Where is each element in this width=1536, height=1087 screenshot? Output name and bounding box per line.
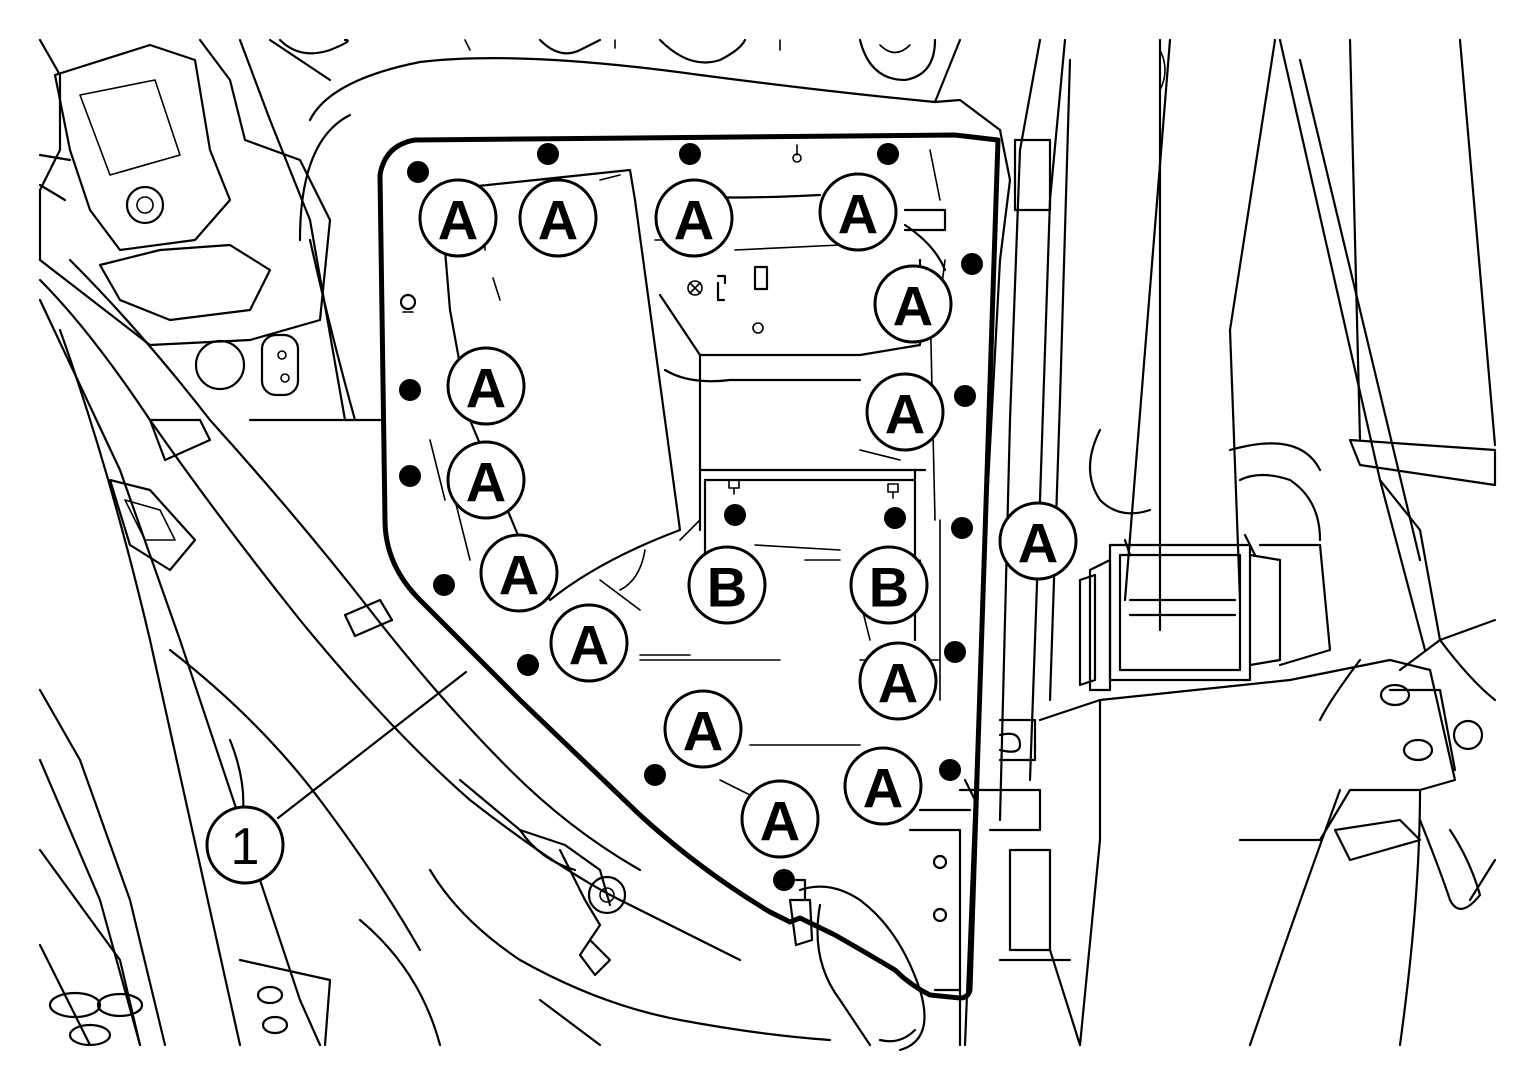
callout-a: A	[479, 533, 559, 613]
svg-text:A: A	[893, 275, 933, 338]
callout-a: A	[858, 641, 938, 721]
svg-text:A: A	[1018, 512, 1058, 575]
callout-a: A	[843, 746, 923, 826]
callout-a: A	[873, 264, 953, 344]
svg-text:A: A	[760, 790, 800, 853]
svg-text:A: A	[538, 189, 578, 252]
callout-a: A	[740, 779, 820, 859]
bolt-head	[954, 385, 976, 407]
bolt-head	[951, 517, 973, 539]
bolt-head	[407, 161, 429, 183]
svg-text:A: A	[438, 189, 478, 252]
callout-a: A	[663, 689, 743, 769]
bolt-a-callouts: A A A A A A A A	[418, 172, 1078, 859]
bolt-head	[944, 641, 966, 663]
bolt-head	[537, 143, 559, 165]
svg-text:A: A	[569, 614, 609, 677]
callout-a: A	[998, 501, 1078, 581]
callout-a: A	[418, 178, 498, 258]
bolt-head	[939, 759, 961, 781]
svg-text:A: A	[466, 451, 506, 514]
bolt-b-callouts: B B	[687, 545, 929, 625]
bolt-head	[877, 143, 899, 165]
bolt-head	[517, 654, 539, 676]
svg-text:B: B	[707, 556, 747, 619]
bolt-head	[724, 504, 746, 526]
svg-text:A: A	[863, 757, 903, 820]
svg-text:A: A	[674, 189, 714, 252]
callout-a: A	[446, 346, 526, 426]
callout-b: B	[849, 545, 929, 625]
leader-line	[276, 670, 468, 820]
bolt-head	[644, 764, 666, 786]
bolt-head	[399, 379, 421, 401]
background-linework	[38, 38, 1497, 1052]
svg-text:A: A	[878, 652, 918, 715]
svg-text:B: B	[869, 556, 909, 619]
bolt-head	[433, 574, 455, 596]
callout-a: A	[654, 178, 734, 258]
svg-text:1: 1	[231, 818, 260, 876]
bolt-head	[961, 253, 983, 275]
bolt-head	[399, 465, 421, 487]
bolt-head	[884, 507, 906, 529]
bolt-heads	[399, 143, 983, 891]
svg-text:A: A	[838, 183, 878, 246]
bolt-head	[773, 869, 795, 891]
callout-a: A	[549, 603, 629, 683]
svg-text:A: A	[466, 357, 506, 420]
svg-text:A: A	[683, 700, 723, 763]
index-callout-1: 1	[205, 670, 468, 885]
callout-a: A	[446, 440, 526, 520]
svg-text:A: A	[885, 383, 925, 446]
callout-a: A	[518, 178, 598, 258]
valve-body-cover-outline	[377, 132, 1001, 1001]
bolt-head	[679, 143, 701, 165]
callout-b: B	[687, 545, 767, 625]
callout-a: A	[818, 172, 898, 252]
svg-text:A: A	[499, 544, 539, 607]
callout-a: A	[865, 372, 945, 452]
